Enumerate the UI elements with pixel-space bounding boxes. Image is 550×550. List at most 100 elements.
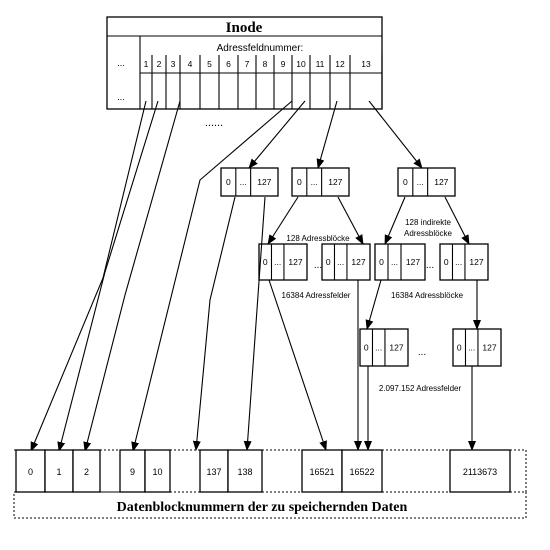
cell-mid: ... [240,177,247,187]
cell-mid: ... [375,343,382,353]
inode-outer-box [106,16,383,110]
double-level2-last-block: 0... 127 [321,243,371,281]
cell-last: 127 [328,177,342,187]
cell-first: 0 [403,177,408,187]
arrow-double-127 [337,196,364,245]
label-2097152-address-fields: 2.097.152 Adressfelder [379,384,462,393]
field-number-10: 10 [296,59,306,69]
data-block-label: 1 [56,467,61,477]
field-number-5: 5 [207,59,212,69]
label-128-indirect-line1: 128 indirekte [405,218,451,227]
cell-mid: ... [391,257,398,267]
triple-level2-last-block: 0... 127 [439,243,489,281]
field-number-12: 12 [335,59,345,69]
data-block-0 [15,449,46,493]
cell-last: 127 [434,177,448,187]
label-16384-address-fields: 16384 Adressfelder [282,291,351,300]
arrow-single-127 [243,196,266,451]
cell-first: 0 [263,257,268,267]
inode-ellipsis-top: ... [117,58,125,68]
cell-last: 127 [257,177,271,187]
arrow-single-0 [192,196,236,451]
arrow-double-0 [267,196,299,245]
level2b-between-dots: ... [426,260,434,271]
arrow-field-11 [248,100,306,169]
arrow-field-3 [83,100,181,452]
cell-last: 127 [482,343,496,353]
cell-last: 127 [406,257,420,267]
data-block-label: 16521 [309,467,334,477]
data-block-row: 0 1 2 9 10 137 138 16521 16522 2113673 [14,449,527,493]
field-number-7: 7 [245,59,250,69]
data-block-10 [144,449,171,493]
arrow-triple-127 [444,196,470,245]
level2-between-dots: ... [314,260,322,271]
cell-mid: ... [468,343,475,353]
cell-first: 0 [457,343,462,353]
field-number-6: 6 [226,59,231,69]
data-block-label: 2113673 [463,467,497,477]
data-block-label: 138 [237,467,252,477]
cell-mid: ... [455,257,462,267]
address-field-header: Adressfeldnummer: [217,43,304,54]
data-block-label: 0 [28,467,33,477]
inode-title: Inode [226,20,263,36]
cell-first: 0 [326,257,331,267]
double-indirect-block: 0... 127 [291,167,350,197]
field-number-13: 13 [361,59,371,69]
label-128-indirect-line2: Adressblöcke [404,229,453,238]
arrow-field-1 [30,100,147,452]
field-number-11: 11 [316,59,325,69]
data-block-2113673 [449,449,511,493]
data-block-16522 [341,449,383,493]
cell-first: 0 [444,257,449,267]
cell-first: 0 [297,177,302,187]
arrow-field-12 [316,100,338,169]
triple-level2-first-block: 0... 127 [374,243,426,281]
cell-last: 127 [351,257,365,267]
arrow-double-l2-first [268,279,327,451]
cell-mid: ... [417,177,424,187]
data-blocks-caption: Datenblocknummern der zu speichernden Da… [117,500,408,515]
cell-mid: ... [274,257,281,267]
inode-ellipsis-bottom: ... [117,92,125,102]
cell-first: 0 [226,177,231,187]
arrow-field-9 [131,100,293,452]
data-caption-frame [13,491,527,519]
arrow-triple-l2-first [365,279,382,330]
data-block-138 [227,449,263,493]
inode-gap-dots: ...... [205,117,223,129]
label-16384-address-blocks: 16384 Adressblöcke [391,291,464,300]
arrow-field-2 [57,100,159,452]
data-block-137 [199,449,229,493]
double-level2-first-block: 0... 127 [258,243,308,281]
field-number-1: 1 [144,59,149,69]
cell-last: 127 [389,343,403,353]
cell-mid: ... [311,177,318,187]
field-number-9: 9 [281,59,286,69]
data-block-label: 10 [152,467,162,477]
data-block-2 [72,449,101,493]
arrow-triple-0 [384,196,406,245]
cell-first: 0 [364,343,369,353]
pointer-arrows [30,100,481,452]
data-block-label: 16522 [349,467,374,477]
cell-last: 127 [288,257,302,267]
cell-mid: ... [337,257,344,267]
data-block-label: 9 [130,467,135,477]
arrow-field-13 [368,100,423,169]
single-indirect-block: 0... 127 [220,167,279,197]
field-number-4: 4 [188,59,193,69]
field-number-8: 8 [263,59,268,69]
data-block-label: 2 [84,467,89,477]
field-number-2: 2 [157,59,162,69]
triple-level3-first-block: 0... 127 [359,328,409,367]
address-blocks: 0... 127 0... 127 0... 127 0... 127 0... 127 0... 1… [220,167,502,367]
data-block-label: 137 [206,467,221,477]
cell-last: 127 [469,257,483,267]
label-128-address-blocks: 128 Adressblöcke [286,234,350,243]
cell-first: 0 [379,257,384,267]
